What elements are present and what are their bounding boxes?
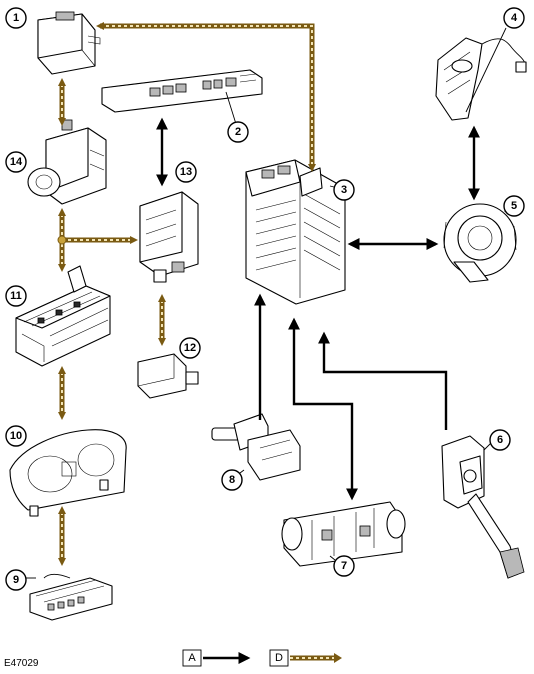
svg-text:13: 13 xyxy=(180,166,192,178)
callout-12: 12 xyxy=(179,337,201,359)
callout-8: 8 xyxy=(221,469,243,491)
link-1-3 xyxy=(96,22,316,172)
figure-reference: E47029 xyxy=(4,658,39,669)
callout-9: 9 xyxy=(5,569,27,591)
component-8-brake-switch xyxy=(211,413,301,481)
svg-text:1: 1 xyxy=(13,12,19,24)
svg-text:9: 9 xyxy=(13,574,19,586)
component-14-abs-modulator xyxy=(27,119,107,205)
callout-14: 14 xyxy=(5,151,27,173)
svg-text:11: 11 xyxy=(10,290,22,302)
component-11-valve-body xyxy=(15,265,111,367)
callout-7: 7 xyxy=(333,555,355,577)
svg-text:12: 12 xyxy=(184,342,196,354)
callout-6: 6 xyxy=(489,429,511,451)
link-10-9 xyxy=(58,506,66,566)
svg-text:10: 10 xyxy=(10,430,22,442)
link-13-12 xyxy=(158,294,166,346)
component-4-switch-unit xyxy=(435,37,527,121)
legend-d: D xyxy=(269,649,342,667)
legend: A D xyxy=(182,649,342,667)
callout-2: 2 xyxy=(227,121,249,143)
link-14-11-13 xyxy=(57,208,138,272)
link-1-14 xyxy=(58,78,66,126)
callout-11: 11 xyxy=(5,285,27,307)
svg-text:5: 5 xyxy=(511,200,517,212)
link-11-10 xyxy=(58,366,66,420)
component-10-instrument-cluster xyxy=(9,429,127,517)
connections-type-a xyxy=(156,117,480,501)
component-2-switch-panel xyxy=(101,69,263,113)
component-1-module xyxy=(37,11,101,75)
component-5-clockspring xyxy=(443,203,517,283)
callout-1: 1 xyxy=(5,7,27,29)
svg-text:14: 14 xyxy=(10,156,23,168)
link-7-3 xyxy=(288,317,358,501)
callout-3: 3 xyxy=(333,179,355,201)
legend-a: A xyxy=(182,649,251,667)
link-6-3 xyxy=(318,331,448,430)
component-9-connector xyxy=(29,573,113,621)
svg-text:6: 6 xyxy=(497,434,503,446)
callout-13: 13 xyxy=(175,161,197,183)
component-7-throttle-assembly xyxy=(281,501,406,567)
svg-text:A: A xyxy=(188,652,196,664)
svg-text:8: 8 xyxy=(229,474,235,486)
component-12-sensor-module xyxy=(137,353,199,399)
component-3-control-module xyxy=(245,159,346,305)
callout-5: 5 xyxy=(503,195,525,217)
connections-type-d xyxy=(57,22,316,566)
component-13-restraint-module xyxy=(139,191,199,283)
callout-10: 10 xyxy=(5,425,27,447)
component-6-pedal-assembly xyxy=(441,435,525,579)
svg-text:4: 4 xyxy=(511,12,518,24)
svg-text:2: 2 xyxy=(235,126,241,138)
svg-text:D: D xyxy=(275,652,283,664)
svg-text:3: 3 xyxy=(341,184,347,196)
svg-text:7: 7 xyxy=(341,560,347,572)
callout-4: 4 xyxy=(503,7,525,29)
